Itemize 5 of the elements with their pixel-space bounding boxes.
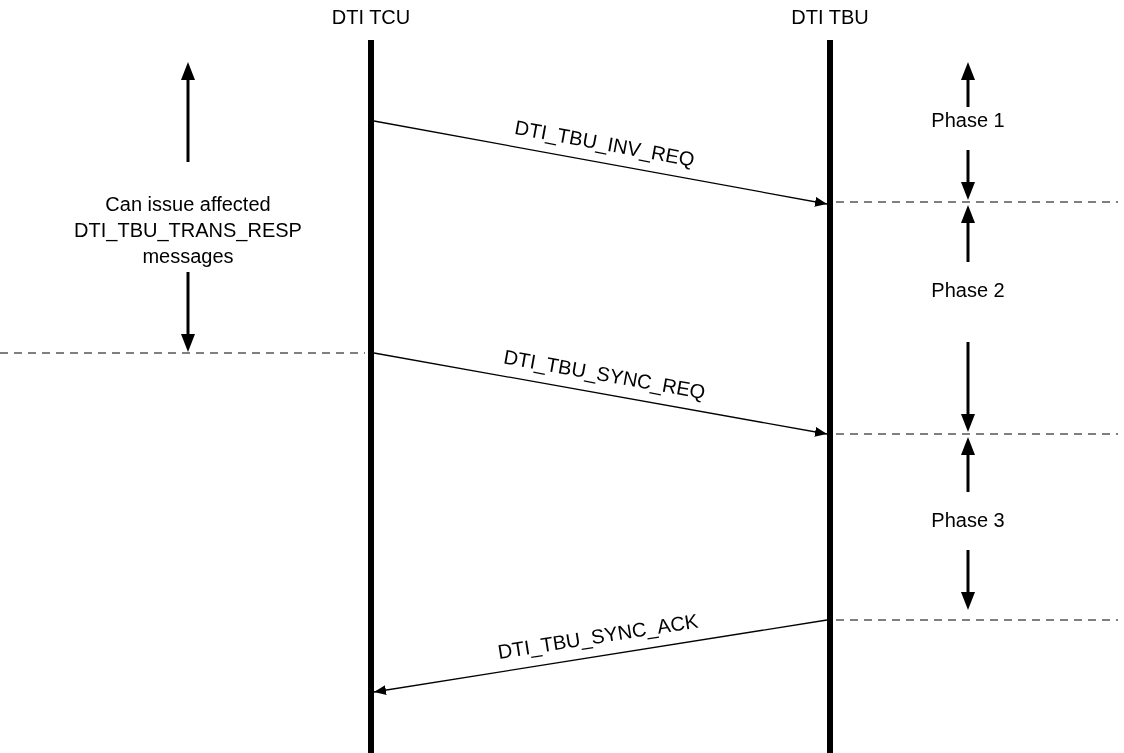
- lifeline-title: DTI TBU: [791, 6, 869, 29]
- lifeline-title: DTI TCU: [331, 6, 411, 29]
- message-arrow: [373, 619, 828, 696]
- message-arrow: [373, 120, 828, 207]
- message-arrow: [373, 352, 828, 437]
